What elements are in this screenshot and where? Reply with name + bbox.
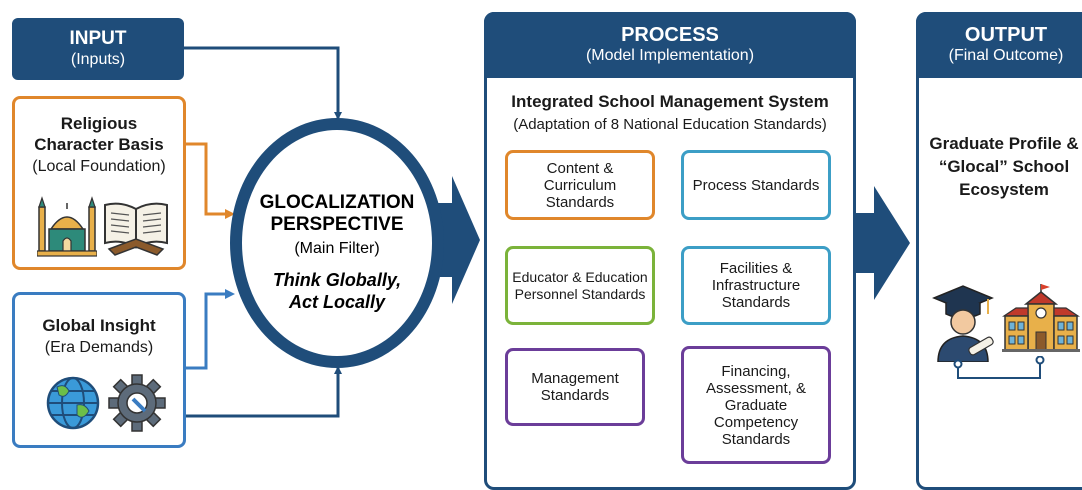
- process-subtitle: (Model Implementation): [585, 47, 755, 64]
- output-result: Graduate Profile & “Glocal” School Ecosy…: [929, 134, 1079, 199]
- religious-to-filter-line: [186, 142, 235, 219]
- output-icons-connector: [953, 356, 1045, 379]
- standard-label: Process Standards: [692, 176, 820, 194]
- mosque-icon: [37, 196, 97, 257]
- filter-subtitle: (Main Filter): [294, 240, 380, 257]
- religious-subtitle: (Local Foundation): [32, 158, 166, 175]
- process-title: PROCESS: [621, 24, 719, 46]
- output-subtitle: (Final Outcome): [948, 47, 1064, 64]
- global-subtitle: (Era Demands): [44, 339, 154, 356]
- system-subtitle: (Adaptation of 8 National Education Stan…: [513, 116, 827, 133]
- standard-financing-assessment-competency: Financing, Assessment, & Graduate Compet…: [681, 346, 831, 464]
- output-title: OUTPUT: [964, 24, 1048, 46]
- religious-character-card: Religious Character Basis (Local Foundat…: [12, 96, 186, 270]
- filter-motto: Think Globally, Act Locally: [272, 270, 402, 312]
- global-title: Global Insight: [42, 316, 156, 335]
- filter-title: GLOCALIZATION PERSPECTIVE: [259, 192, 415, 235]
- glocalization-filter-circle: GLOCALIZATION PERSPECTIVE (Main Filter) …: [230, 118, 444, 368]
- standard-label: Educator & Education Personnel Standards: [512, 268, 648, 302]
- standard-label: Financing, Assessment, & Graduate Compet…: [705, 362, 807, 448]
- gear-icon: [108, 374, 166, 432]
- global-bottom-line: [186, 366, 342, 418]
- standard-process: Process Standards: [681, 150, 831, 220]
- input-to-filter-line: [184, 46, 342, 120]
- ipo-diagram: INPUT (Inputs) Religious Character Basis…: [12, 12, 1082, 490]
- global-insight-card: Global Insight (Era Demands): [12, 292, 186, 448]
- input-header: INPUT (Inputs): [12, 18, 184, 80]
- quran-book-icon: [104, 202, 168, 256]
- standard-label: Content & Curriculum Standards: [543, 159, 617, 211]
- graduate-icon: [932, 285, 994, 362]
- religious-title: Religious Character Basis: [34, 114, 164, 154]
- input-title: INPUT: [69, 28, 127, 49]
- input-subtitle: (Inputs): [70, 51, 126, 68]
- standard-facilities-infrastructure: Facilities & Infrastructure Standards: [681, 246, 831, 325]
- standard-management: Management Standards: [505, 348, 645, 426]
- big-arrow-to-process: [438, 176, 480, 304]
- global-to-filter-line: [186, 289, 235, 370]
- standard-label: Facilities & Infrastructure Standards: [711, 260, 801, 311]
- big-arrow-to-output: [856, 186, 910, 300]
- standard-content-curriculum: Content & Curriculum Standards: [505, 150, 655, 220]
- system-title: Integrated School Management System: [511, 92, 829, 111]
- school-building-icon: [1002, 284, 1080, 352]
- standard-label: Management Standards: [531, 370, 619, 404]
- process-header: PROCESS (Model Implementation): [484, 12, 856, 78]
- output-header: OUTPUT (Final Outcome): [916, 12, 1082, 78]
- globe-icon: [46, 376, 100, 430]
- standard-educator-personnel: Educator & Education Personnel Standards: [505, 246, 655, 325]
- output-panel: [916, 12, 1082, 490]
